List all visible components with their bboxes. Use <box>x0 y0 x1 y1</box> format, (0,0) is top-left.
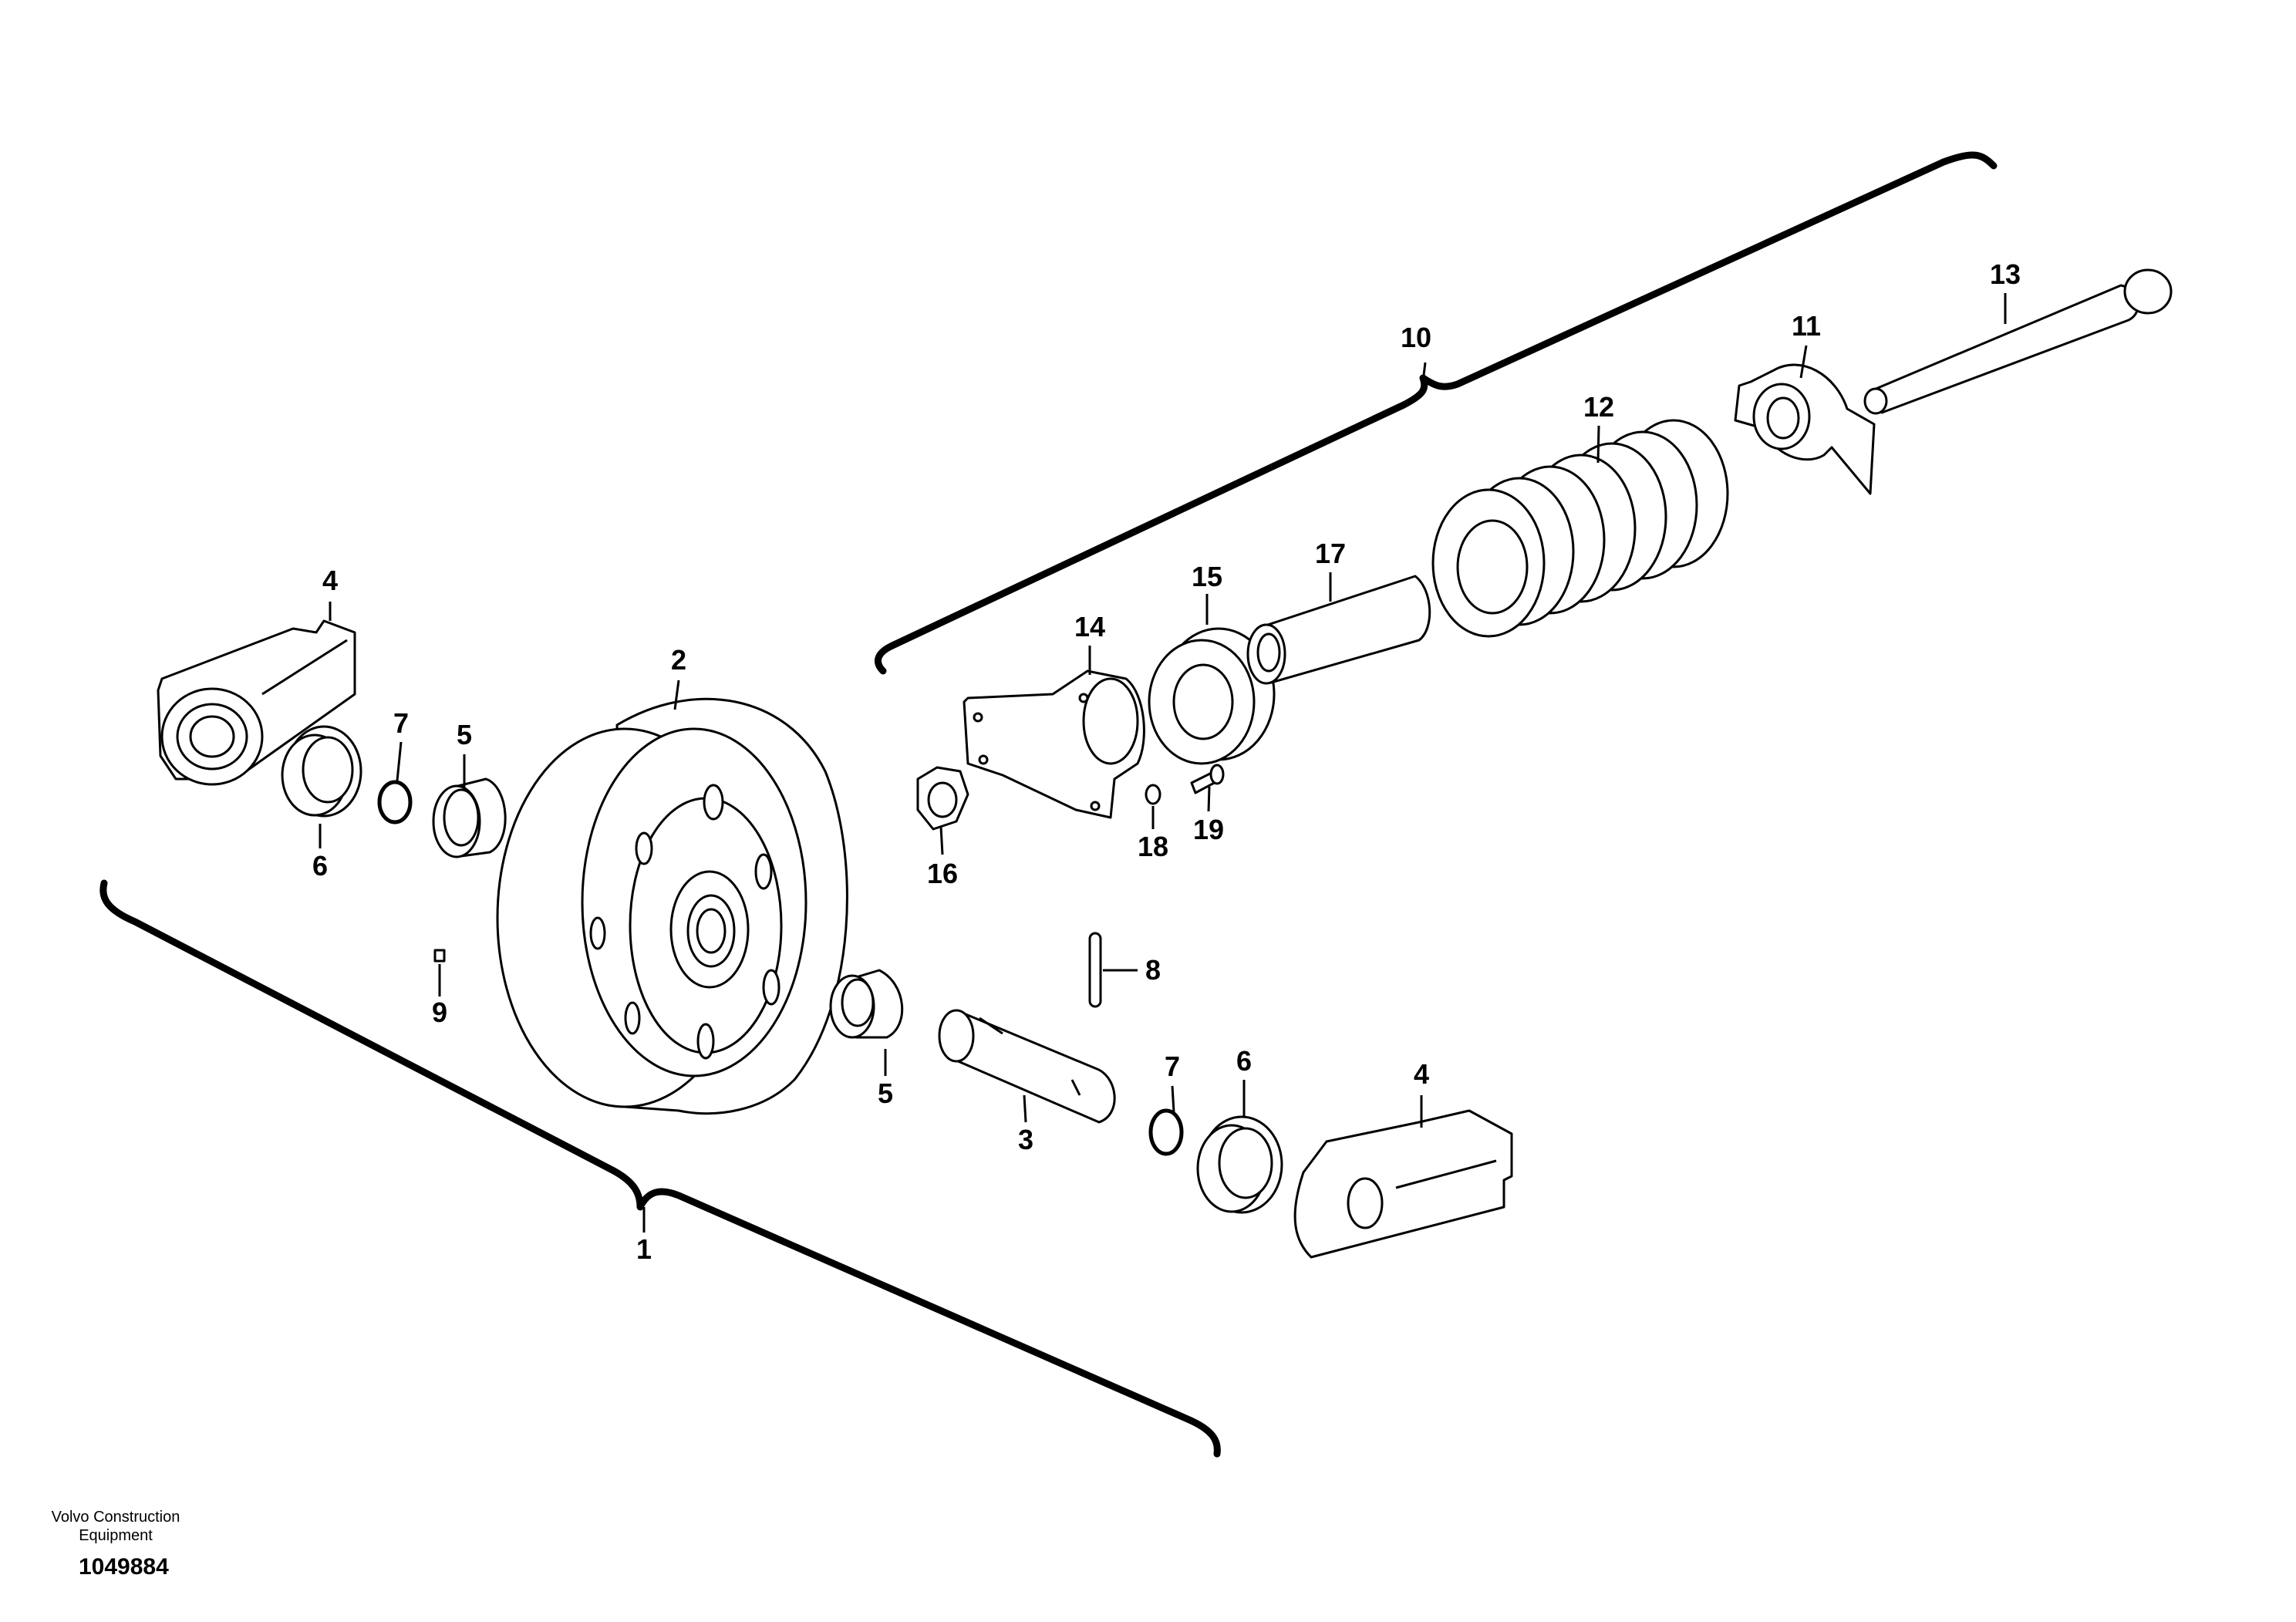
callout-13: 13 <box>1990 258 2021 290</box>
callout-2: 2 <box>671 644 686 676</box>
callout-4-left: 4 <box>322 565 338 596</box>
bolt-part-19 <box>1190 764 1225 794</box>
company-name: Volvo Construction Equipment <box>46 1508 185 1545</box>
yoke-part-11 <box>1734 363 1876 495</box>
plug-part-9 <box>433 949 446 963</box>
washer-disc-part-15 <box>1148 627 1276 765</box>
brace-assembly-1 <box>99 879 1221 1458</box>
company-name-line-1: Volvo Construction <box>51 1509 180 1526</box>
bracket-part-14 <box>963 669 1145 819</box>
rod-part-13 <box>1863 268 2173 415</box>
bushing-part-5-left <box>432 777 507 858</box>
callout-12: 12 <box>1583 391 1614 423</box>
drawing-footer: Volvo Construction Equipment 1049884 <box>46 1508 247 1580</box>
washer-part-18 <box>1145 784 1161 805</box>
callout-8: 8 <box>1145 954 1161 986</box>
tube-part-17 <box>1246 575 1431 685</box>
seal-part-6-left <box>281 725 362 818</box>
nut-part-16 <box>916 766 969 831</box>
callout-5-left: 5 <box>457 719 472 750</box>
callout-10: 10 <box>1401 322 1431 353</box>
shaft-part-3 <box>938 1009 1116 1124</box>
idler-wheel-part-2 <box>496 697 848 1115</box>
callout-4-right: 4 <box>1414 1058 1429 1090</box>
callout-6-right: 6 <box>1236 1045 1252 1077</box>
callout-1: 1 <box>636 1233 652 1265</box>
seal-part-6-right <box>1196 1115 1283 1214</box>
callout-5-right: 5 <box>878 1077 893 1109</box>
leader-lines <box>319 293 2007 1233</box>
spring-part-12 <box>1431 419 1729 638</box>
callout-7-left: 7 <box>393 707 409 739</box>
callout-14: 14 <box>1074 611 1105 642</box>
company-name-line-2: Equipment <box>79 1527 153 1544</box>
callout-6-left: 6 <box>312 850 328 882</box>
callout-7-right: 7 <box>1165 1050 1180 1082</box>
bracket-part-4-left <box>157 619 356 786</box>
callout-3: 3 <box>1018 1124 1033 1155</box>
o-ring-part-7-left <box>377 780 413 824</box>
callout-11: 11 <box>1792 310 1821 342</box>
bushing-part-5-right <box>829 969 904 1039</box>
callout-18: 18 <box>1138 831 1168 862</box>
callout-17: 17 <box>1315 538 1346 569</box>
callout-19: 19 <box>1193 814 1224 845</box>
bracket-part-4-right <box>1293 1109 1513 1259</box>
drawing-number: 1049884 <box>79 1554 169 1580</box>
callout-16: 16 <box>927 858 958 889</box>
pin-part-8 <box>1088 932 1102 1008</box>
callout-15: 15 <box>1192 561 1222 592</box>
callout-9: 9 <box>432 996 447 1028</box>
o-ring-part-7-right <box>1148 1108 1184 1156</box>
